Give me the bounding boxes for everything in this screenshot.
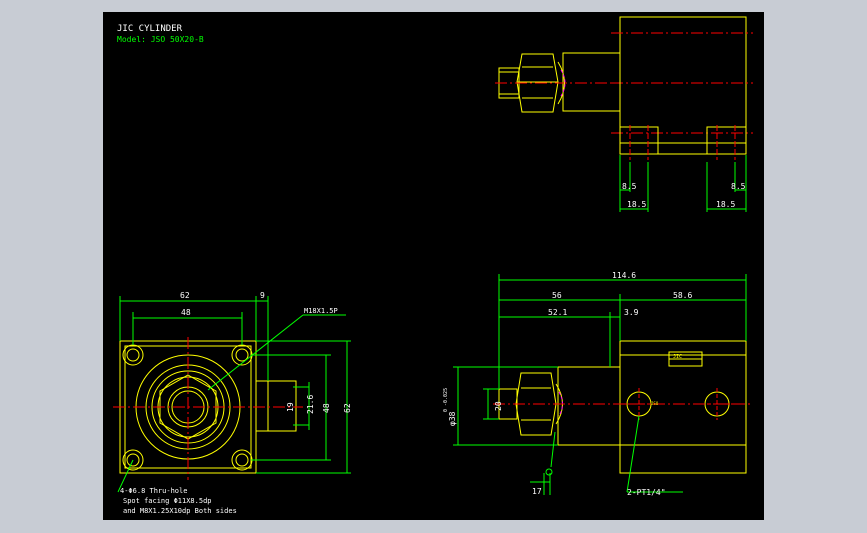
dim-width: 62 xyxy=(180,291,190,300)
thread-callout: M18X1.5P xyxy=(304,307,338,315)
dim-height-62: 62 xyxy=(343,403,352,413)
note-spot-facing: Spot facing Φ11X8.5dp xyxy=(123,497,212,505)
drawing-sheet: JIC CYLINDER Model: JSO 50X20-B xyxy=(103,12,764,520)
model-label: Model: JSO 50X20-B xyxy=(117,35,204,44)
cad-drawing: JIC CYLINDER Model: JSO 50X20-B xyxy=(113,16,753,515)
dim-right-small: 8.5 xyxy=(731,182,746,191)
dim-side-19: 19 xyxy=(286,402,295,412)
dim-cap: 58.6 xyxy=(673,291,692,300)
note-thru-hole: 4-Φ6.8 Thru-hole xyxy=(120,487,187,495)
dim-rod-block: 20 xyxy=(494,401,503,411)
drawing-title: JIC CYLINDER xyxy=(117,24,183,34)
end-view xyxy=(113,296,351,493)
brand-plate-text: JIC xyxy=(673,354,682,360)
dim-width-extra: 9 xyxy=(260,291,265,300)
port-label: 2-PT1/4" xyxy=(627,488,666,497)
front-view xyxy=(453,274,753,495)
note-both-sides: and M8X1.25X10dp Both sides xyxy=(123,507,237,515)
dim-left-small: 8.5 xyxy=(622,182,637,191)
dim-overall: 114.6 xyxy=(612,271,636,280)
dim-left-width: 18.5 xyxy=(627,200,646,209)
dim-bore-tolerance: 0 -0.025 xyxy=(443,388,449,412)
dim-rod-offset: 52.1 xyxy=(548,308,567,317)
dim-side-21: 21.6 xyxy=(306,395,315,414)
dim-wrench: 17 xyxy=(532,487,542,496)
dim-right-width: 18.5 xyxy=(716,200,735,209)
dim-height-48: 48 xyxy=(322,403,331,413)
dim-step: 3.9 xyxy=(624,308,639,317)
top-view xyxy=(495,16,753,212)
dim-body: 56 xyxy=(552,291,562,300)
dim-bolt-pitch: 48 xyxy=(181,308,191,317)
dim-bore: φ38 xyxy=(448,411,457,426)
small-body-label: JSO xyxy=(651,401,659,406)
